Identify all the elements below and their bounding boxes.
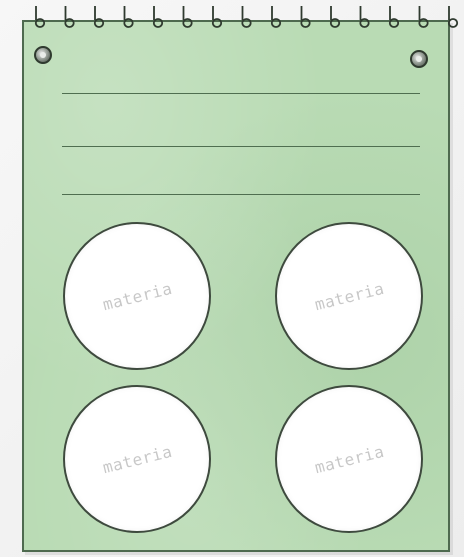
spiral-ring-icon [183, 6, 191, 27]
spiral-ring-icon [154, 6, 162, 27]
subject-circle-top-left[interactable]: materia [63, 222, 211, 370]
spiral-ring-icon [390, 6, 398, 27]
spiral-ring-icon [95, 6, 103, 27]
spiral-ring-icon [360, 6, 368, 27]
subject-circle-label: materia [100, 441, 173, 477]
spiral-ring-icon [449, 6, 457, 27]
rivet-icon-left [34, 46, 52, 64]
subject-circle-bottom-left[interactable]: materia [63, 385, 211, 533]
spiral-ring-icon [272, 6, 280, 27]
spiral-ring-icon [65, 6, 73, 27]
subject-circle-bottom-right[interactable]: materia [275, 385, 423, 533]
subject-circle-label: materia [100, 278, 173, 314]
rivet-icon-right [410, 50, 428, 68]
spiral-ring-icon [36, 6, 44, 27]
spiral-ring-icon [213, 6, 221, 27]
spiral-ring-icon [419, 6, 427, 27]
writing-line-1 [62, 93, 420, 94]
subject-circle-label: materia [312, 441, 385, 477]
spiral-ring-icon [124, 6, 132, 27]
spiral-binding [28, 4, 464, 40]
spiral-ring-icon [242, 6, 250, 27]
subject-circle-top-right[interactable]: materia [275, 222, 423, 370]
writing-line-3 [62, 194, 420, 195]
subject-circle-label: materia [312, 278, 385, 314]
spiral-ring-icon [301, 6, 309, 27]
writing-line-2 [62, 146, 420, 147]
spiral-ring-icon [331, 6, 339, 27]
